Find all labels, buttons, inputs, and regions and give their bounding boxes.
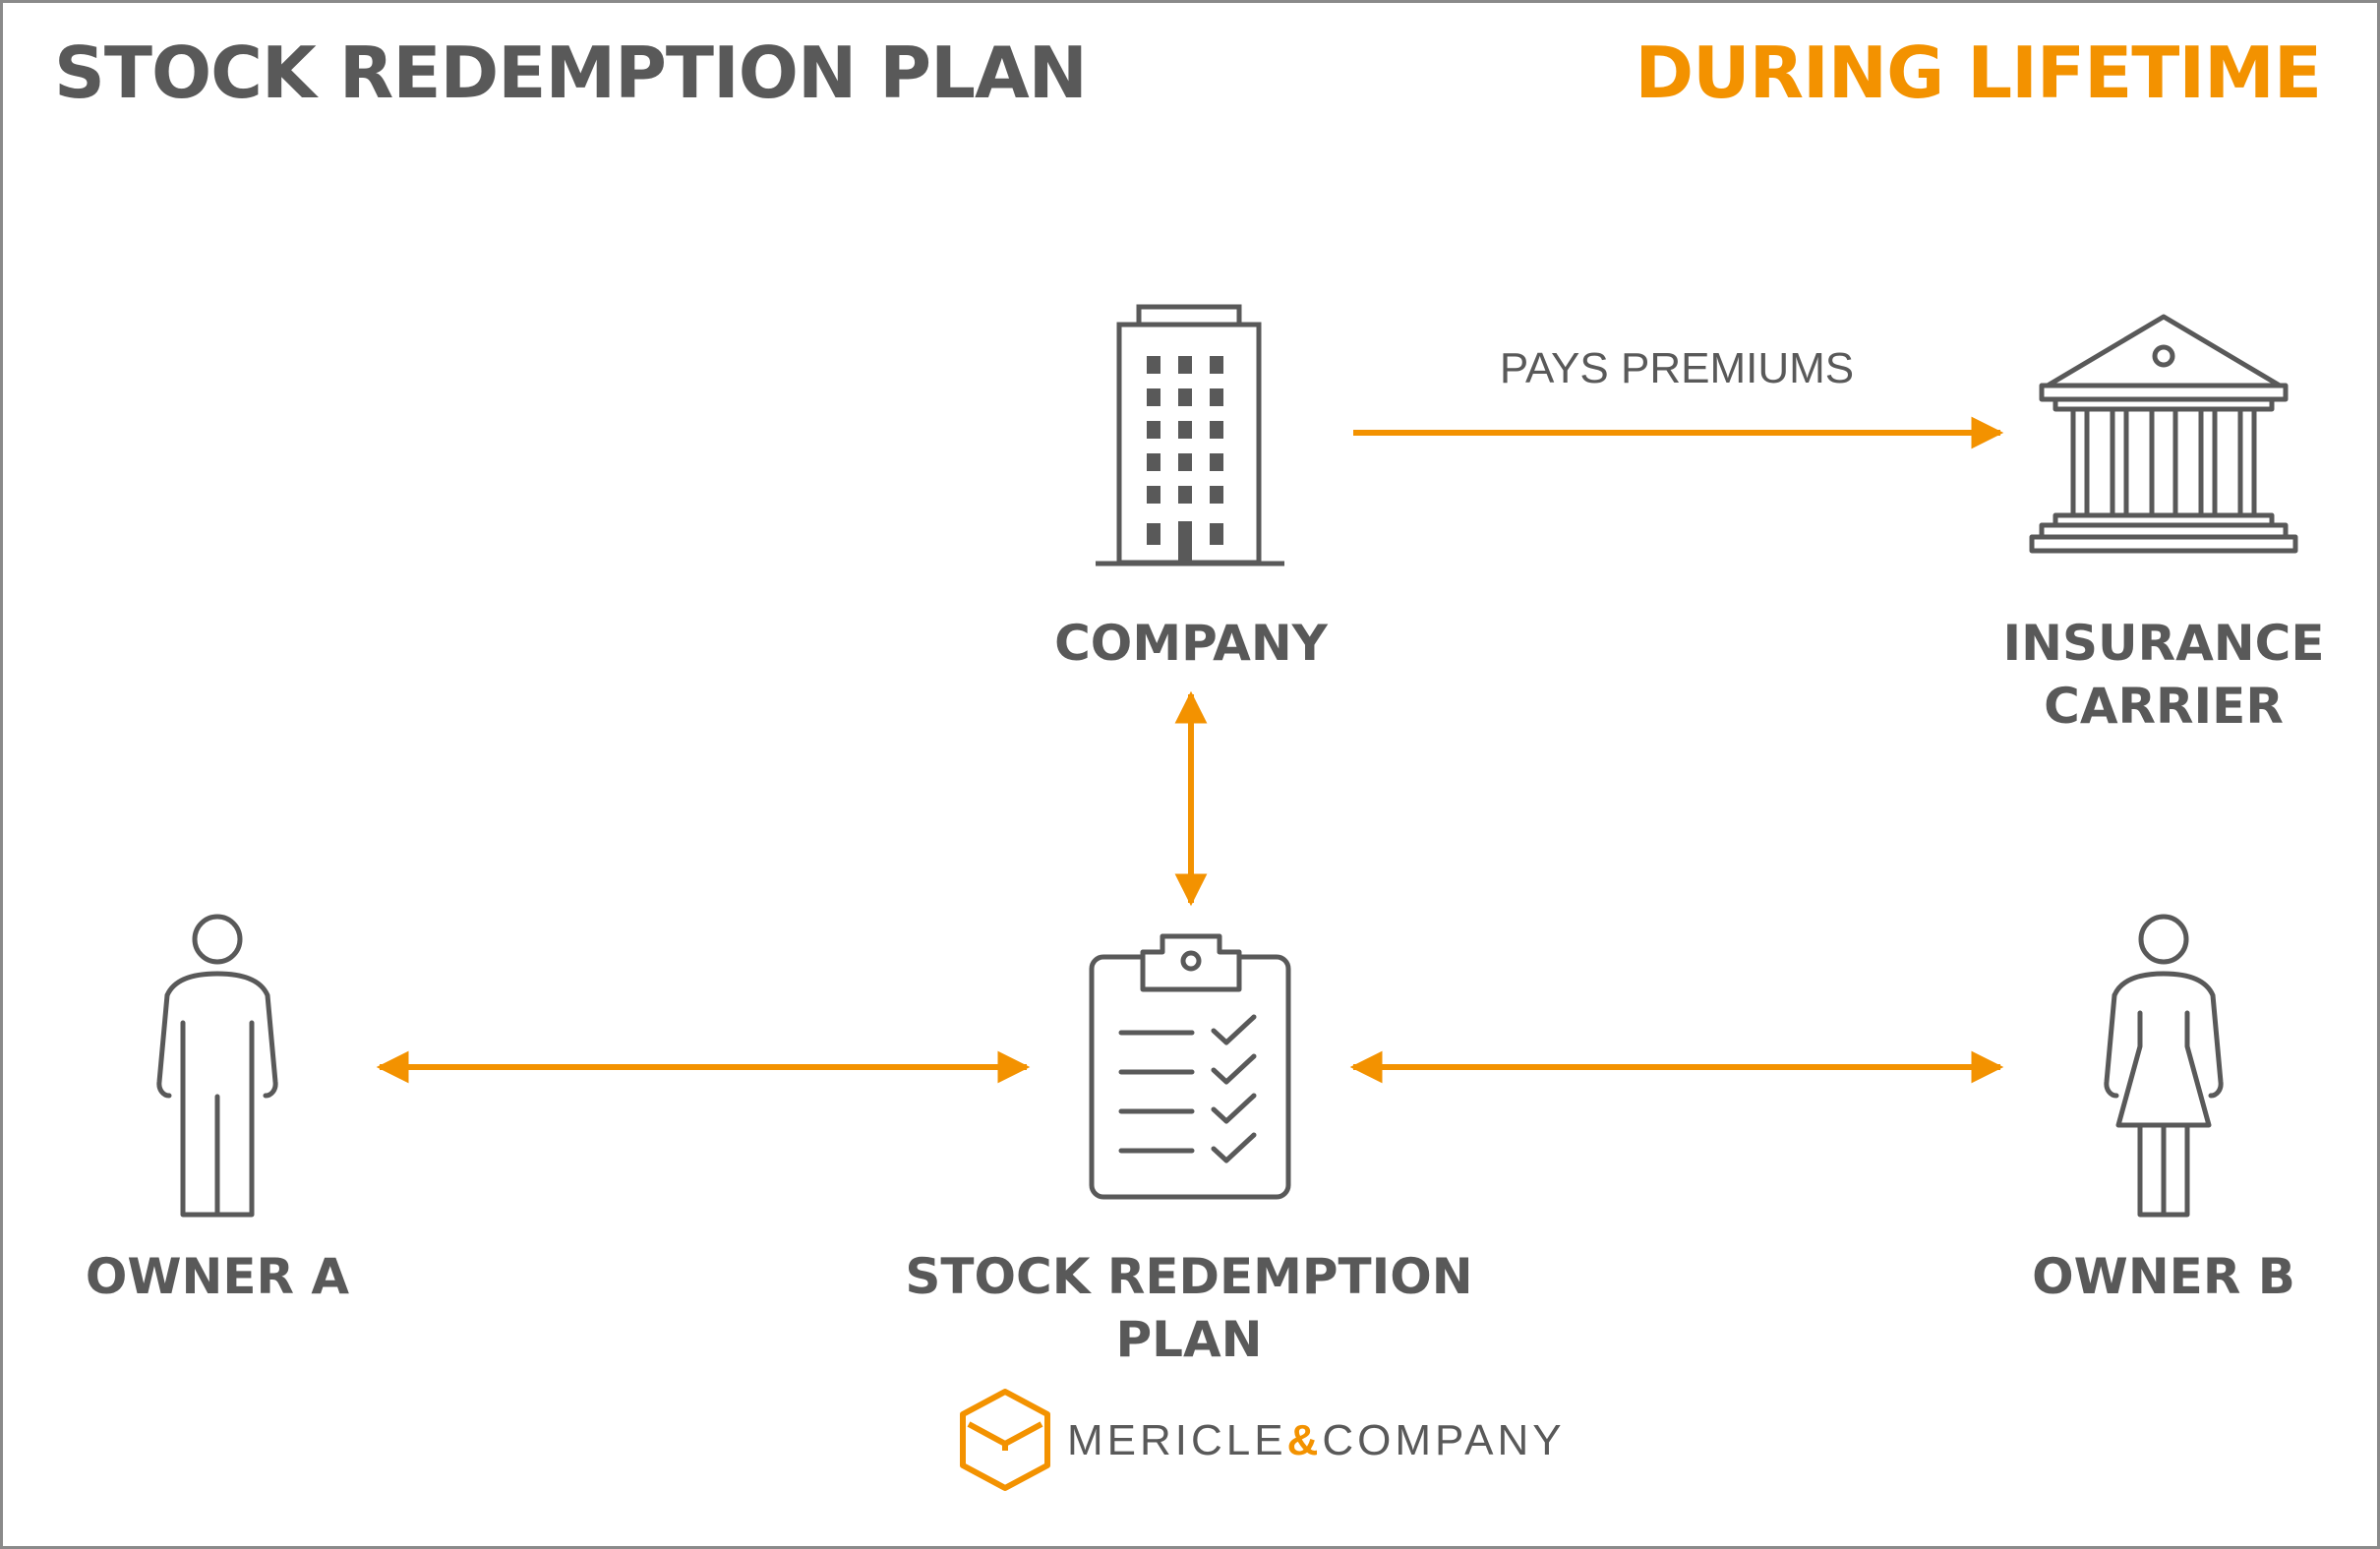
owner-b-label: OWNER B bbox=[2032, 1248, 2295, 1305]
brand-ampersand: & bbox=[1286, 1416, 1323, 1464]
brand-wordmark: MERICLE&COMPANY bbox=[1067, 1416, 1566, 1465]
office-building-icon bbox=[1096, 304, 1284, 566]
woman-icon bbox=[2104, 914, 2224, 1218]
owner-a-label: OWNER A bbox=[85, 1248, 350, 1305]
diagram-title: STOCK REDEMPTION PLAN bbox=[54, 31, 1088, 114]
man-icon bbox=[156, 914, 278, 1218]
clipboard-checklist-icon bbox=[1089, 933, 1291, 1200]
phase-title: DURING LIFETIME bbox=[1635, 31, 2322, 114]
insurance-carrier-label: INSURANCE CARRIER bbox=[2002, 615, 2325, 735]
cube-logo-icon bbox=[960, 1389, 1050, 1491]
stock-redemption-plan-label: STOCK REDEMPTION PLAN bbox=[905, 1248, 1473, 1368]
company-label: COMPANY bbox=[1054, 615, 1328, 672]
brand-name-left: MERICLE bbox=[1067, 1416, 1287, 1464]
brand-name-right: COMPANY bbox=[1322, 1416, 1566, 1464]
pays-premiums-label: PAYS PREMIUMS bbox=[1499, 344, 1855, 392]
bank-building-icon bbox=[2029, 314, 2298, 554]
